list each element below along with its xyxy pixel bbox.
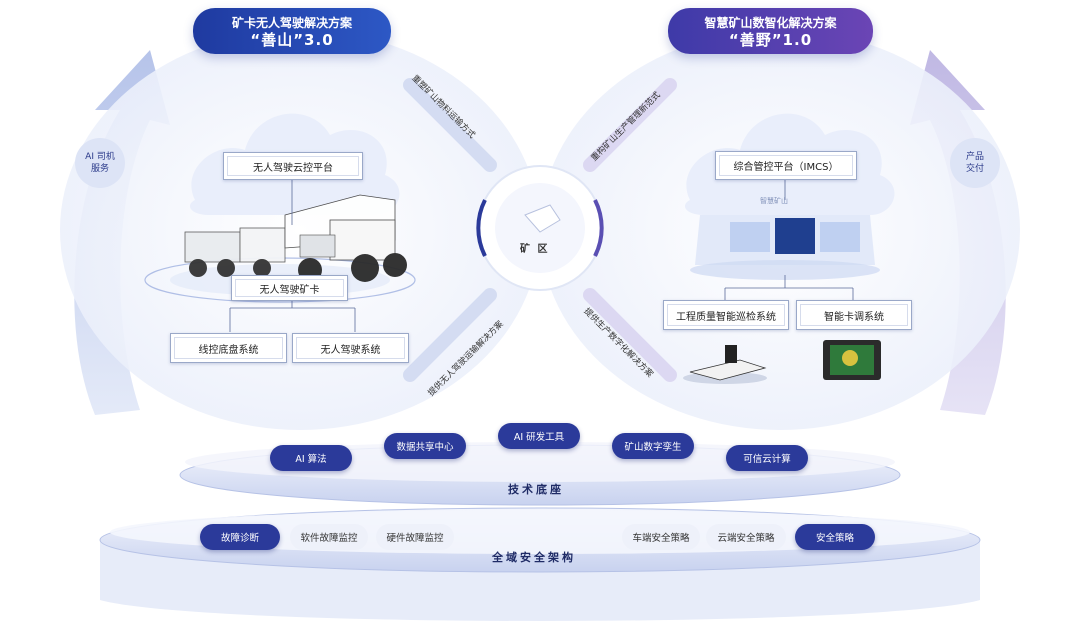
security-platform-label: 全域安全架构 [492, 551, 576, 564]
security-item-fault-diagnosis: 故障诊断 [200, 524, 280, 550]
tech-platform-label: 技术底座 [508, 483, 564, 496]
right-title-line2: “善野”1.0 [728, 31, 813, 49]
left-title-line1: 矿卡无人驾驶解决方案 [231, 16, 352, 30]
quality-inspection-label: 工程质量智能巡检系统 [676, 311, 776, 323]
autonomous-truck-box: 无人驾驶矿卡 [231, 275, 348, 301]
quality-inspection-box: 工程质量智能巡检系统 [663, 300, 789, 330]
security-item-strategy: 安全策略 [795, 524, 875, 550]
cloud-control-platform-label: 无人驾驶云控平台 [253, 162, 333, 174]
right-title: 智慧矿山数智化解决方案 “善野”1.0 [668, 8, 873, 54]
product-delivery-badge: 产品 交付 [950, 138, 1000, 188]
inspection-device [683, 345, 767, 384]
tech-item-mine-digital-twin: 矿山数字孪生 [612, 433, 694, 459]
tech-item-ai-dev-tools: AI 研发工具 [498, 423, 580, 449]
smart-dispatch-label: 智能卡调系统 [824, 311, 884, 323]
left-title: 矿卡无人驾驶解决方案 “善山”3.0 [193, 8, 391, 54]
security-item-vehicle-strategy: 车端安全策略 [622, 524, 700, 550]
left-title-line2: “善山”3.0 [250, 31, 334, 49]
tech-item-trusted-cloud: 可信云计算 [726, 445, 808, 471]
mine-area-label: 矿 区 [520, 244, 550, 255]
truck-image [184, 194, 407, 282]
security-item-cloud-strategy: 云端安全策略 [706, 524, 786, 550]
wire-control-chassis-box: 线控底盘系统 [170, 333, 287, 363]
imcs-platform-box: 综合管控平台（IMCS） [715, 151, 857, 180]
security-item-hardware-monitoring: 硬件故障监控 [376, 524, 454, 550]
ai-driver-service-badge: AI 司机 服务 [75, 138, 125, 188]
smart-mine-screen-label: 智慧矿山 [760, 197, 788, 205]
cloud-control-platform-box: 无人驾驶云控平台 [223, 152, 363, 180]
autonomous-truck-label: 无人驾驶矿卡 [259, 284, 320, 296]
right-title-line1: 智慧矿山数智化解决方案 [704, 16, 837, 30]
smart-dispatch-box: 智能卡调系统 [796, 300, 912, 330]
autonomous-driving-system-label: 无人驾驶系统 [320, 344, 381, 356]
imcs-platform-label: 综合管控平台（IMCS） [733, 162, 839, 173]
security-item-software-monitoring: 软件故障监控 [290, 524, 368, 550]
wire-control-chassis-label: 线控底盘系统 [198, 344, 259, 356]
autonomous-driving-system-box: 无人驾驶系统 [292, 333, 409, 363]
tech-item-data-sharing-center: 数据共享中心 [384, 433, 466, 459]
tech-item-ai-algorithm: AI 算法 [270, 445, 352, 471]
dispatch-tablet [823, 340, 881, 380]
dashboard-graphic [690, 215, 880, 280]
